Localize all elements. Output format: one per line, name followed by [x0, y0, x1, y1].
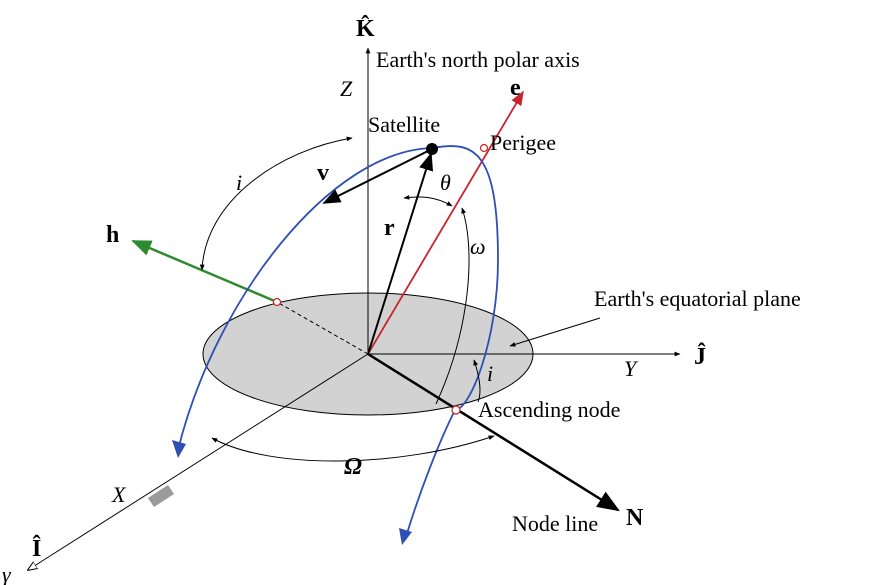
ascending-node-marker [451, 405, 461, 415]
north-polar-axis-label: Earth's north polar axis [376, 47, 580, 72]
y-label: Y [624, 356, 639, 381]
x-axis [49, 353, 369, 557]
raan-label: Ω [344, 454, 362, 480]
r-vector [367, 152, 434, 355]
inclination-label-top: i [236, 170, 242, 195]
v-vector-label: v [317, 160, 329, 186]
z-label: Z [340, 76, 353, 101]
node-line-label: Node line [512, 511, 598, 536]
e-vector [367, 90, 524, 355]
inclination-arc-top [199, 136, 353, 271]
r-vector-label: r [384, 215, 395, 241]
perigee-marker [479, 143, 489, 153]
raan-arc [211, 435, 495, 462]
node-line [367, 352, 620, 512]
theta-label: θ [440, 170, 451, 195]
ascending-node-label: Ascending node [478, 397, 620, 422]
j-axis-label: Ĵ [694, 343, 706, 370]
gamma-label: γ [2, 562, 12, 585]
x-label: X [111, 482, 127, 507]
e-vector-label: e [510, 75, 521, 101]
h-vector-label: h [106, 222, 119, 248]
perigee-label: Perigee [490, 130, 556, 155]
inclination-arc-node [473, 359, 481, 403]
k-axis-label: K̂ [356, 15, 375, 42]
x-axis-hatch [148, 485, 174, 507]
omega-small-label: ω [470, 234, 486, 259]
theta-arc [403, 194, 453, 207]
plane-label-pointer [509, 317, 601, 347]
gamma-direction [28, 555, 51, 570]
orbit-arrow-bottom [399, 528, 412, 545]
satellite-dot [426, 143, 438, 155]
inclination-label-node: i [487, 361, 493, 386]
h-vector [131, 239, 278, 304]
h-vector-dashed [276, 301, 369, 355]
n-vector-label: N [626, 505, 644, 531]
h-plane-intersection-marker [272, 297, 282, 307]
satellite-label: Satellite [368, 112, 440, 137]
v-vector [322, 149, 431, 204]
i-axis-label: Î [32, 535, 41, 562]
orbit-arrow-left [172, 440, 186, 458]
equatorial-plane-label: Earth's equatorial plane [594, 286, 801, 311]
omega-arc [435, 207, 470, 405]
